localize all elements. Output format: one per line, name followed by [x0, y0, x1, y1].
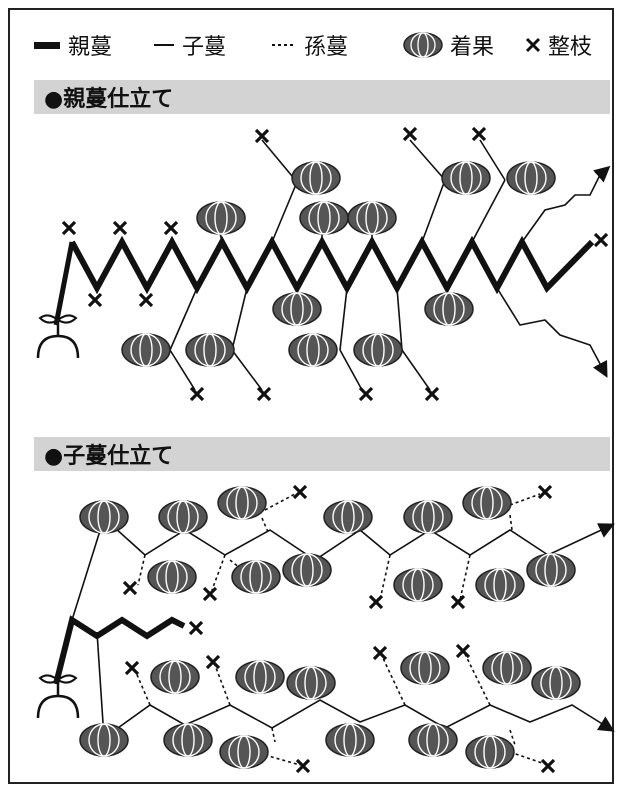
legend: 親蔓 子蔓 孫蔓 着果 整枝: [24, 28, 614, 62]
pruning-mark-icon: [163, 220, 179, 236]
pruning-mark-icon: [593, 232, 609, 248]
parent-vine-stem: [53, 241, 75, 326]
parent-vine-training: [36, 126, 611, 402]
fruit-icon: [347, 201, 397, 235]
fruit-icon: [291, 161, 341, 195]
pruning-mark-icon: [450, 594, 466, 610]
fruit-icon: [288, 333, 338, 367]
pruning-mark-icon: [471, 126, 487, 142]
thick-line-icon: [34, 42, 60, 49]
fruit-icon: [482, 651, 532, 685]
fruit-icon: [79, 500, 129, 534]
fruit-icon: [506, 161, 556, 195]
pruning-mark-icon: [540, 758, 556, 774]
fruit-icon: [163, 723, 213, 757]
pruning-mark-icon: [112, 220, 128, 236]
pruning-mark-icon: [202, 586, 218, 602]
fruit-icon: [403, 500, 453, 534]
pruning-mark-icon: [295, 758, 311, 774]
fruit-icon: [196, 201, 246, 235]
legend-label: 孫蔓: [304, 35, 349, 60]
cross-mark-icon: [525, 37, 541, 53]
legend-label: 着果: [450, 35, 495, 60]
legend-item-fruit: 着果: [402, 28, 494, 62]
fruit-icon: [462, 486, 512, 520]
child-vine-training: [36, 484, 615, 774]
grandchild-vines-lower: [134, 653, 546, 766]
fruit-icon: [441, 161, 491, 195]
fruit-icon: [150, 660, 200, 694]
pruning-mark-icon: [402, 126, 418, 142]
pruning-mark-icon: [138, 292, 154, 308]
fruit-icon: [465, 735, 515, 769]
legend-item-child-vine: 子蔓: [154, 28, 226, 62]
fruit-icon: [282, 553, 332, 587]
pruning-mark-icon: [537, 484, 553, 500]
unpruned-vine-up: [521, 165, 611, 243]
fruit-icon: [219, 735, 269, 769]
pruning-mark-icon: [368, 594, 384, 610]
legend-item-parent-vine: 親蔓: [34, 28, 112, 62]
fruit-icon: [323, 500, 373, 534]
legend-label: 親蔓: [68, 35, 113, 60]
section-title: ●親蔓仕立て: [44, 87, 174, 112]
pruning-mark-icon: [205, 654, 221, 670]
pruning-mark-icon: [358, 386, 374, 402]
section-title: ●子蔓仕立て: [44, 444, 174, 469]
section-header-parent-vine: ●親蔓仕立て: [34, 80, 610, 114]
fruit-icon: [393, 568, 443, 602]
melon-icon: [403, 32, 443, 58]
pruning-mark-icon: [256, 386, 272, 402]
legend-item-grandchild-vine: 孫蔓: [272, 28, 348, 62]
fruit-icon: [353, 333, 403, 367]
fruit-icon: [272, 292, 322, 326]
pruning-mark-icon: [292, 484, 308, 500]
legend-label: 子蔓: [182, 35, 227, 60]
fruit-icon: [121, 333, 171, 367]
pruning-mark-icon: [122, 580, 138, 596]
fruit-icon: [185, 333, 235, 367]
fruit-icon: [531, 666, 581, 700]
fruit-icon: [147, 560, 197, 594]
parent-vine: [69, 235, 595, 295]
fruit-icon: [475, 568, 525, 602]
pruning-mark-icon: [61, 220, 77, 236]
pruning-mark-icon: [124, 660, 140, 676]
fruit-icon: [79, 723, 129, 757]
fruit-icon: [424, 292, 474, 326]
fruit-icon: [286, 666, 336, 700]
legend-label: 整枝: [548, 35, 593, 60]
unpruned-vine-down: [496, 287, 608, 378]
section-header-child-vine: ●子蔓仕立て: [34, 437, 610, 471]
thin-line-icon: [154, 44, 174, 46]
pruning-mark-icon: [455, 643, 471, 659]
pruning-mark-icon: [87, 292, 103, 308]
child-vine-branches: [71, 517, 615, 739]
fruit-icon: [400, 651, 450, 685]
legend-item-pruning: 整枝: [524, 28, 592, 62]
pruning-mark-icon: [188, 620, 204, 636]
fruit-icon: [408, 723, 458, 757]
fruit-icon: [299, 201, 349, 235]
pruning-mark-icon: [424, 386, 440, 402]
fruit-icon: [325, 723, 375, 757]
pruning-mark-icon: [189, 386, 205, 402]
fruit-icon: [526, 553, 576, 587]
dashed-line-icon: [272, 44, 296, 46]
child-vines-down: [169, 287, 448, 391]
fruit-icon: [231, 560, 281, 594]
grandchild-vines-upper: [137, 493, 541, 601]
fruit-icon: [158, 500, 208, 534]
fruit-icon: [235, 660, 285, 694]
pruning-mark-icon: [372, 645, 388, 661]
fruit-icon: [217, 486, 267, 520]
